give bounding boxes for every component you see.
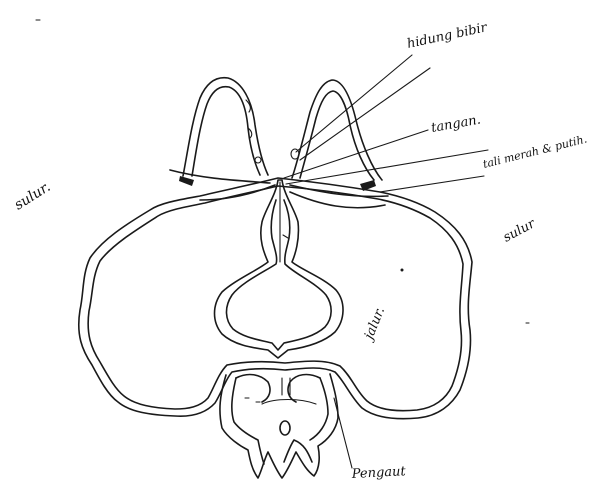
misc-marks (36, 20, 529, 323)
labels: hidung bibir tangan. tali merah & putih.… (12, 20, 589, 482)
leader-tali-2 (380, 176, 484, 192)
outer-outline (79, 178, 472, 419)
label-sulur-right: sulur (501, 216, 539, 245)
label-jalur: jalur. (361, 305, 388, 344)
label-sulur-left: sulur. (12, 179, 54, 213)
label-tali-merah-putih: tali merah & putih. (482, 132, 589, 170)
leader-hidung-2 (300, 68, 430, 160)
label-tangan: tangan. (430, 112, 482, 135)
bottom-organ (220, 374, 338, 478)
leader-pengaut (334, 398, 352, 468)
right-fin (291, 80, 382, 180)
center-body (215, 180, 344, 358)
label-pengaut: Pengaut (350, 464, 406, 482)
left-fin (183, 78, 268, 176)
label-hidung-bibir: hidung bibir (406, 20, 489, 52)
cross-band (170, 170, 388, 208)
leader-tangan (284, 130, 428, 178)
